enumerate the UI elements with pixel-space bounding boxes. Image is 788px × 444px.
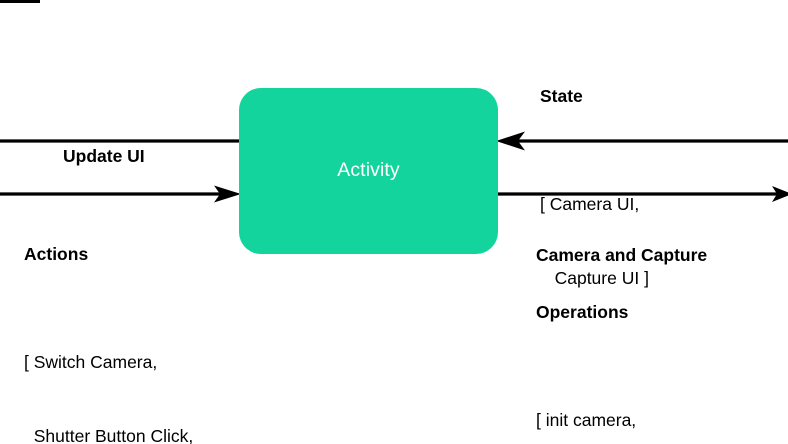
list-item: Capture UI ] bbox=[540, 267, 649, 288]
flow-label-camera-operations-heading-line2: Operations bbox=[536, 302, 629, 322]
flow-arrowhead-camera-operations bbox=[772, 186, 788, 202]
flow-label-state-heading: State bbox=[540, 86, 583, 106]
list-item: [ Camera UI, bbox=[540, 194, 640, 214]
list-item: [ Switch Camera, bbox=[24, 352, 158, 372]
flow-label-update-ui: Update UI bbox=[63, 110, 145, 203]
flow-label-state: State [ Camera UI, Capture UI ] bbox=[540, 50, 649, 375]
flow-label-actions-items: [ Switch Camera, Shutter Button Click, C… bbox=[24, 301, 236, 444]
flow-arrowhead-actions bbox=[214, 185, 241, 203]
list-item: Shutter Button Click, bbox=[24, 425, 194, 444]
flow-label-state-items: [ Camera UI, Capture UI ] bbox=[540, 143, 649, 339]
flow-arrowhead-state bbox=[496, 131, 525, 151]
activity-node-label: Activity bbox=[337, 159, 400, 182]
flow-label-update-ui-heading: Update UI bbox=[63, 146, 145, 166]
crop-mark-icon bbox=[0, 0, 40, 3]
flow-label-camera-operations-items: [ init camera, start preview, stop previ… bbox=[536, 359, 707, 444]
activity-node[interactable]: Activity bbox=[239, 88, 498, 254]
flow-label-actions: Actions [ Switch Camera, Shutter Button … bbox=[24, 208, 236, 444]
flow-label-actions-heading: Actions bbox=[24, 244, 89, 264]
flow-label-camera-operations-heading: Camera and Capture bbox=[536, 245, 708, 265]
flow-label-camera-operations: Camera and Capture Operations [ init cam… bbox=[536, 209, 707, 444]
list-item: [ init camera, bbox=[536, 410, 637, 430]
